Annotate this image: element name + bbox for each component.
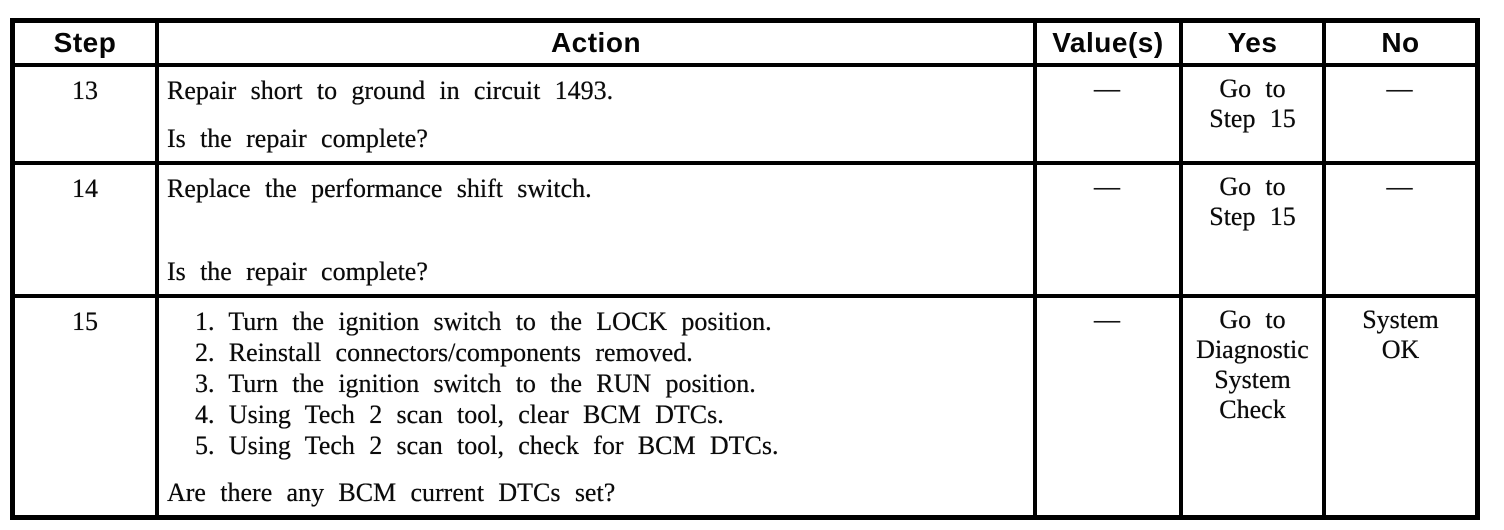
row-14-step-cell: 14 (15, 165, 155, 294)
column-header-values-label: Value(s) (1052, 27, 1164, 58)
row-13-yes-cell: Go to Step 15 (1183, 67, 1322, 161)
row-14-no-cell: — (1326, 165, 1475, 294)
row-15-no-cell: System OK (1326, 298, 1475, 515)
values-dash: — (1094, 74, 1122, 103)
column-header-values: Value(s) (1037, 23, 1179, 63)
column-header-yes: Yes (1183, 23, 1322, 63)
action-question-text: Are there any BCM current DTCs set? (167, 478, 616, 507)
row-14-values-cell: — (1037, 165, 1179, 294)
step-number: 13 (72, 76, 98, 105)
column-header-step: Step (15, 23, 155, 63)
row-13-action-cell: Repair short to ground in circuit 1493. … (159, 67, 1033, 161)
column-header-yes-label: Yes (1227, 27, 1278, 58)
diagnostic-step-table: Step Action Value(s) Yes No 13 Repair sh… (10, 18, 1480, 520)
column-header-no-label: No (1381, 27, 1420, 58)
action-main-text: Replace the performance shift switch. (167, 174, 592, 203)
row-13-values-cell: — (1037, 67, 1179, 161)
list-item-text: 2. Reinstall connectors/components remov… (195, 338, 693, 367)
action-main-text: Repair short to ground in circuit 1493. (167, 76, 614, 105)
list-item-text: 5. Using Tech 2 scan tool, check for BCM… (195, 431, 779, 460)
yes-instruction-text: Go to Diagnostic System Check (1196, 305, 1309, 424)
row-13-no-cell: — (1326, 67, 1475, 161)
step-number: 14 (72, 174, 98, 203)
row-15-step-cell: 15 (15, 298, 155, 515)
yes-instruction-text: Go to Step 15 (1209, 172, 1296, 231)
action-question-text: Is the repair complete? (167, 257, 428, 286)
column-header-action-label: Action (550, 27, 642, 58)
row-15-action-cell: 1. Turn the ignition switch to the LOCK … (159, 298, 1033, 515)
column-header-no: No (1326, 23, 1475, 63)
column-header-step-label: Step (53, 27, 117, 58)
values-dash: — (1094, 305, 1122, 334)
step-number: 15 (72, 307, 98, 336)
action-numbered-list: 1. Turn the ignition switch to the LOCK … (167, 306, 1023, 461)
no-instruction-text: — (1386, 74, 1415, 103)
column-header-action: Action (159, 23, 1033, 63)
row-14-action-cell: Replace the performance shift switch. Is… (159, 165, 1033, 294)
no-instruction-text: — (1386, 172, 1415, 201)
no-instruction-text: System OK (1362, 305, 1439, 364)
action-question-text: Is the repair complete? (167, 124, 428, 153)
list-item-text: 4. Using Tech 2 scan tool, clear BCM DTC… (195, 400, 724, 429)
list-item-text: 1. Turn the ignition switch to the LOCK … (195, 307, 772, 336)
yes-instruction-text: Go to Step 15 (1209, 74, 1296, 133)
row-15-values-cell: — (1037, 298, 1179, 515)
values-dash: — (1094, 172, 1122, 201)
list-item-text: 3. Turn the ignition switch to the RUN p… (195, 369, 756, 398)
row-13-step-cell: 13 (15, 67, 155, 161)
row-14-yes-cell: Go to Step 15 (1183, 165, 1322, 294)
row-15-yes-cell: Go to Diagnostic System Check (1183, 298, 1322, 515)
